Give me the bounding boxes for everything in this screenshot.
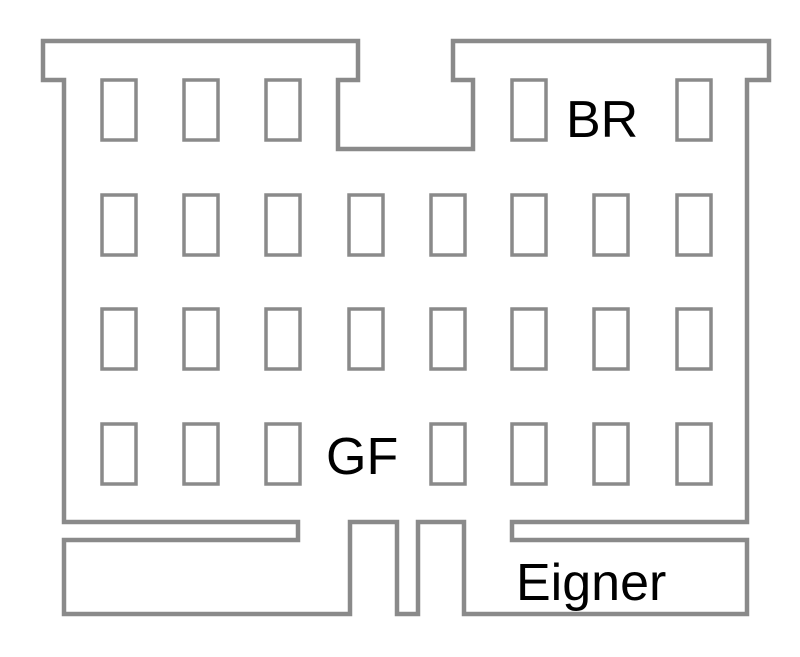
window-r3-c4 (347, 307, 385, 371)
window-r2-c2 (182, 193, 220, 257)
window-r3-c1 (100, 307, 138, 371)
building-upper-outline (40, 38, 772, 617)
window-r4-c5 (429, 422, 467, 486)
window-r1-c1 (100, 78, 138, 142)
window-r3-c5 (429, 307, 467, 371)
window-r4-c8 (675, 422, 713, 486)
window-r1-c2 (182, 78, 220, 142)
window-r4-c1 (100, 422, 138, 486)
window-r4-c3 (264, 422, 302, 486)
window-r2-c8 (675, 193, 713, 257)
window-r1-c8 (675, 78, 713, 142)
window-r4-c7 (592, 422, 630, 486)
window-r2-c4 (347, 193, 385, 257)
label-eigner: Eigner (516, 554, 666, 612)
window-r2-c6 (510, 193, 548, 257)
window-r1-c3 (264, 78, 302, 142)
window-r3-c2 (182, 307, 220, 371)
window-r2-c1 (100, 193, 138, 257)
label-br: BR (566, 91, 638, 149)
window-r4-c2 (182, 422, 220, 486)
window-r4-c6 (510, 422, 548, 486)
window-r3-c8 (675, 307, 713, 371)
window-grid (100, 78, 713, 486)
window-r1-c6 (510, 78, 548, 142)
window-r2-c7 (592, 193, 630, 257)
window-r2-c5 (429, 193, 467, 257)
window-r3-c6 (510, 307, 548, 371)
window-r3-c7 (592, 307, 630, 371)
label-gf: GF (326, 428, 398, 486)
window-r3-c3 (264, 307, 302, 371)
window-r2-c3 (264, 193, 302, 257)
